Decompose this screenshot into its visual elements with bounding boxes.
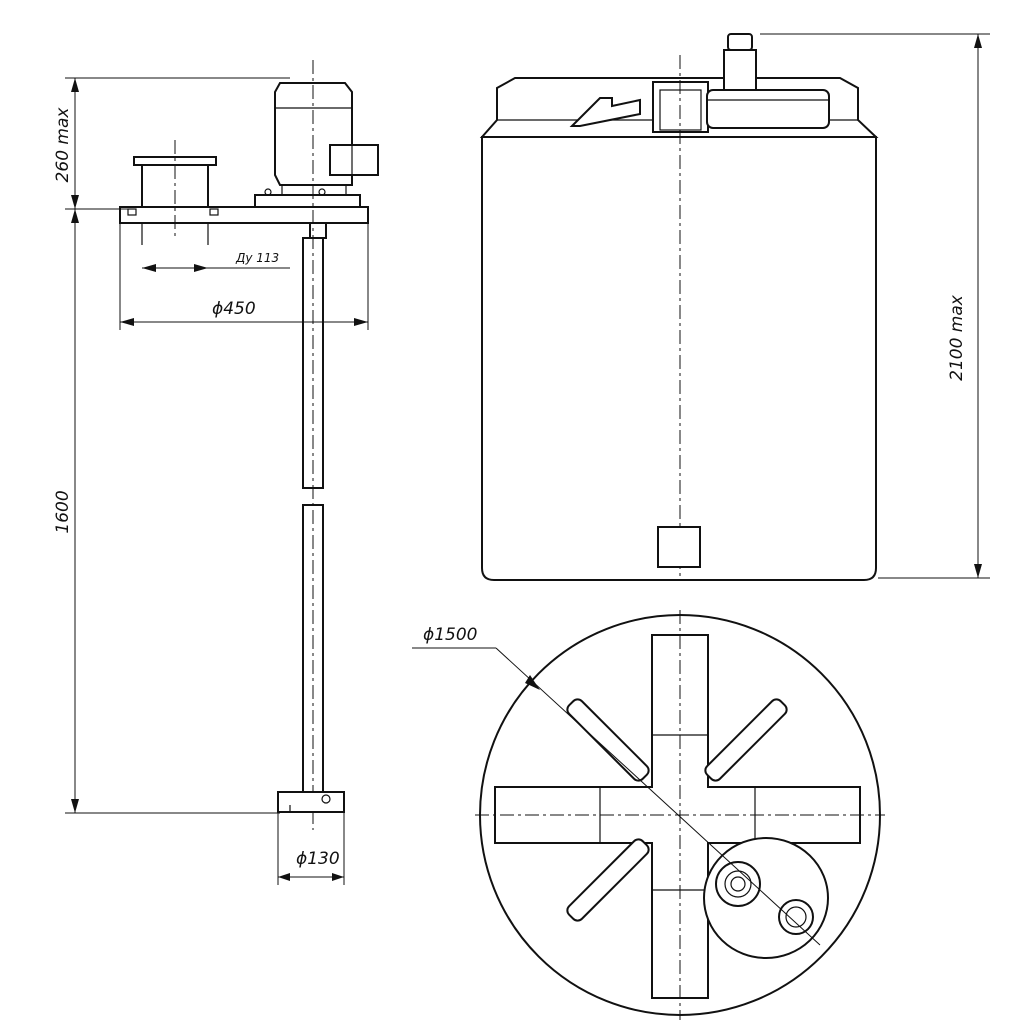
motor-base: [254, 194, 361, 208]
mounting-flange: [119, 206, 369, 224]
dim-phi-450: ϕ450: [212, 299, 256, 319]
dim-260-max: 260 max: [53, 107, 73, 183]
dim-du-113: Ду 113: [235, 251, 279, 265]
lid-top-cap: [727, 33, 753, 51]
diagonal-rib-nw: [566, 698, 650, 782]
tank-front-view: 2100 max: [479, 33, 990, 581]
lid-fitting: [569, 97, 641, 127]
motor-flange-circle: [715, 861, 761, 907]
mixer-side-view: 260 max 1600 Ду 113 ϕ450 ϕ130: [53, 60, 379, 885]
terminal-box: [329, 144, 379, 176]
tank-body: [481, 136, 877, 581]
dim-1600: 1600: [53, 490, 73, 533]
outlet-circle: [778, 899, 814, 935]
dim-phi-1500: ϕ1500: [423, 625, 477, 645]
diagonal-rib-sw: [566, 838, 650, 922]
bottom-ribs: [494, 634, 861, 999]
shaft-coupling: [309, 222, 327, 239]
diagonal-rib-ne: [704, 698, 788, 782]
tank-plan-view: ϕ1500: [412, 610, 885, 1020]
dim-phi-130: ϕ130: [296, 849, 340, 869]
lid-top-nozzle: [723, 49, 757, 91]
impeller: [277, 791, 345, 813]
dim-2100-max: 2100 max: [947, 294, 967, 381]
bottom-outlet: [657, 526, 701, 568]
lid-motor-housing: [706, 89, 830, 129]
